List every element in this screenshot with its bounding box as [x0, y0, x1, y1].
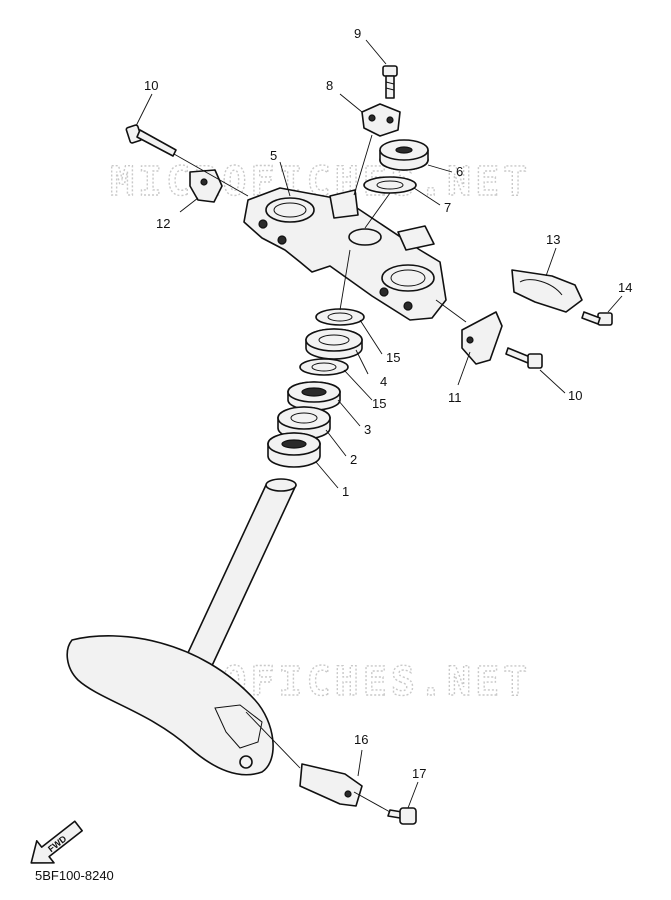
bracket-11	[461, 311, 503, 365]
callout-12: 12	[156, 216, 170, 231]
callout-8: 8	[326, 78, 333, 93]
steering-stem	[66, 478, 297, 776]
holder-8	[361, 103, 401, 137]
callout-2: 2	[350, 452, 357, 467]
callout-10-upper: 10	[144, 78, 158, 93]
reference-code: 5BF100-8240	[35, 868, 114, 883]
bolt-9	[382, 65, 398, 99]
bracket-12	[189, 169, 223, 203]
bolt-10-left	[125, 124, 177, 157]
callout-13: 13	[546, 232, 560, 247]
callout-11: 11	[448, 390, 462, 405]
bolt-17	[387, 807, 417, 825]
callout-17: 17	[412, 766, 426, 781]
bolt-14	[581, 311, 613, 326]
upper-bracket	[243, 187, 447, 321]
callout-3: 3	[364, 422, 371, 437]
fwd-arrow-icon: FWD	[30, 820, 83, 864]
ring-nut-4	[305, 328, 363, 360]
leader-lines	[135, 39, 623, 813]
bearing-race-3	[287, 381, 341, 411]
washer-7	[363, 176, 417, 194]
washer-15-lower	[299, 358, 349, 376]
bearing-1	[267, 432, 321, 468]
bolt-10-right	[505, 347, 543, 369]
callout-4: 4	[380, 374, 387, 389]
clamp-13	[511, 269, 583, 313]
callout-10-right: 10	[568, 388, 582, 403]
callout-7: 7	[444, 200, 451, 215]
callout-15-lower: 15	[372, 396, 386, 411]
callout-1: 1	[342, 484, 349, 499]
callout-15-upper: 15	[386, 350, 400, 365]
callout-9: 9	[354, 26, 361, 41]
callout-5: 5	[270, 148, 277, 163]
callout-16: 16	[354, 732, 368, 747]
washer-15-upper	[315, 308, 365, 326]
clamp-16	[299, 763, 363, 807]
callout-6: 6	[456, 164, 463, 179]
damper-6	[379, 139, 429, 171]
callout-14: 14	[618, 280, 632, 295]
